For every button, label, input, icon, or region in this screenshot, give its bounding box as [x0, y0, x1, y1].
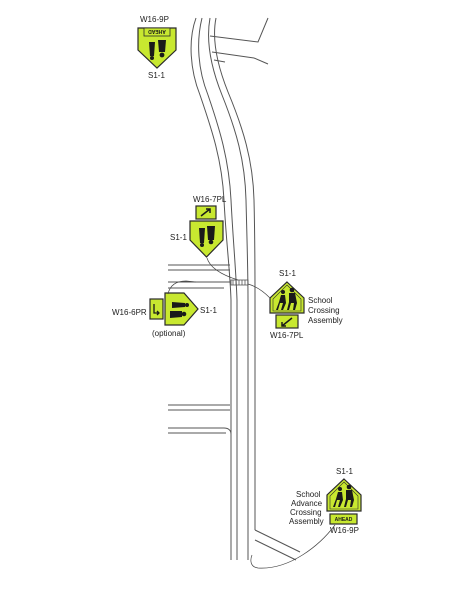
advance-school-sign — [326, 478, 362, 512]
left-sign-assembly: W16-6PR S1-1 (optional) — [112, 280, 217, 338]
crossing-pedestrian-icon — [276, 287, 297, 310]
advance-plaque-code: W16-9P — [330, 526, 359, 535]
crossing-assembly: S1-1 W16-7PL School Crossing Assembly — [247, 269, 343, 340]
assembly-line3: Assembly — [308, 316, 343, 325]
top-sign-code: S1-1 — [148, 71, 165, 80]
advance-pedestrian-icon — [333, 484, 354, 507]
left-school-sign — [164, 292, 199, 326]
top-ahead-text: AHEAD — [148, 28, 166, 34]
mid-plaque-code: W16-7PL — [193, 195, 227, 204]
advance-line1: School — [296, 490, 321, 499]
advance-assembly: S1-1 AHEAD W16-9P School Advance Crossin… — [250, 467, 362, 569]
assembly-line2: Crossing — [308, 306, 340, 315]
left-sign-code: S1-1 — [200, 306, 217, 315]
crosswalk-marking — [230, 279, 249, 286]
left-pedestrian-icon — [170, 302, 189, 318]
mid-arrow-icon — [200, 208, 211, 217]
crossing-school-sign — [269, 281, 305, 314]
top-ahead-plaque — [143, 27, 171, 37]
top-pedestrian-icon — [149, 40, 166, 60]
mid-sign-code: S1-1 — [170, 233, 187, 242]
advance-sign-code: S1-1 — [336, 467, 353, 476]
left-turn-arrow-icon — [153, 304, 160, 316]
advance-line2: Advance — [291, 499, 323, 508]
assembly-plaque-code: W16-7PL — [270, 331, 304, 340]
advance-ahead-text: AHEAD — [335, 517, 353, 523]
advance-ahead-plaque — [329, 513, 358, 525]
crossing-arrow-icon — [281, 317, 293, 327]
advance-line3: Crossing — [290, 508, 322, 517]
left-arrow-plaque — [149, 298, 164, 320]
assembly-line1: School — [308, 296, 333, 305]
assembly-sign-code: S1-1 — [279, 269, 296, 278]
top-sign-assembly: W16-9P AHEAD S1-1 — [137, 15, 177, 80]
left-plaque-code: W16-6PR — [112, 308, 147, 317]
roadway-lines — [168, 17, 301, 561]
mid-school-sign — [189, 220, 224, 258]
top-plaque-code: W16-9P — [140, 15, 169, 24]
middle-sign-assembly: W16-7PL S1-1 — [170, 195, 239, 281]
advance-line4: Assembly — [289, 517, 324, 526]
mid-pedestrian-icon — [199, 226, 215, 247]
optional-note: (optional) — [152, 329, 186, 338]
